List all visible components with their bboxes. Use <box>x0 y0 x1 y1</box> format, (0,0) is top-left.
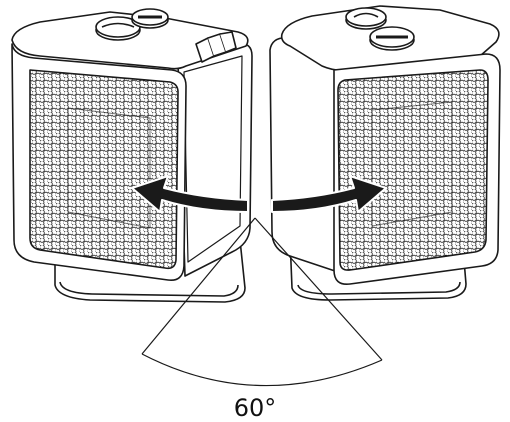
heater-right <box>269 5 501 301</box>
heater-right-side <box>269 36 345 273</box>
angle-indicator <box>141 217 383 387</box>
angle-ray-left <box>141 217 256 355</box>
heater-left <box>11 8 253 303</box>
angle-arc-icon <box>141 353 383 387</box>
angle-label: 60° <box>233 394 277 422</box>
rotation-arrow-right-icon <box>271 175 387 213</box>
heater-left-top <box>11 11 249 70</box>
rotation-arrow-left-icon <box>131 175 249 213</box>
angle-ray-right <box>254 217 383 361</box>
